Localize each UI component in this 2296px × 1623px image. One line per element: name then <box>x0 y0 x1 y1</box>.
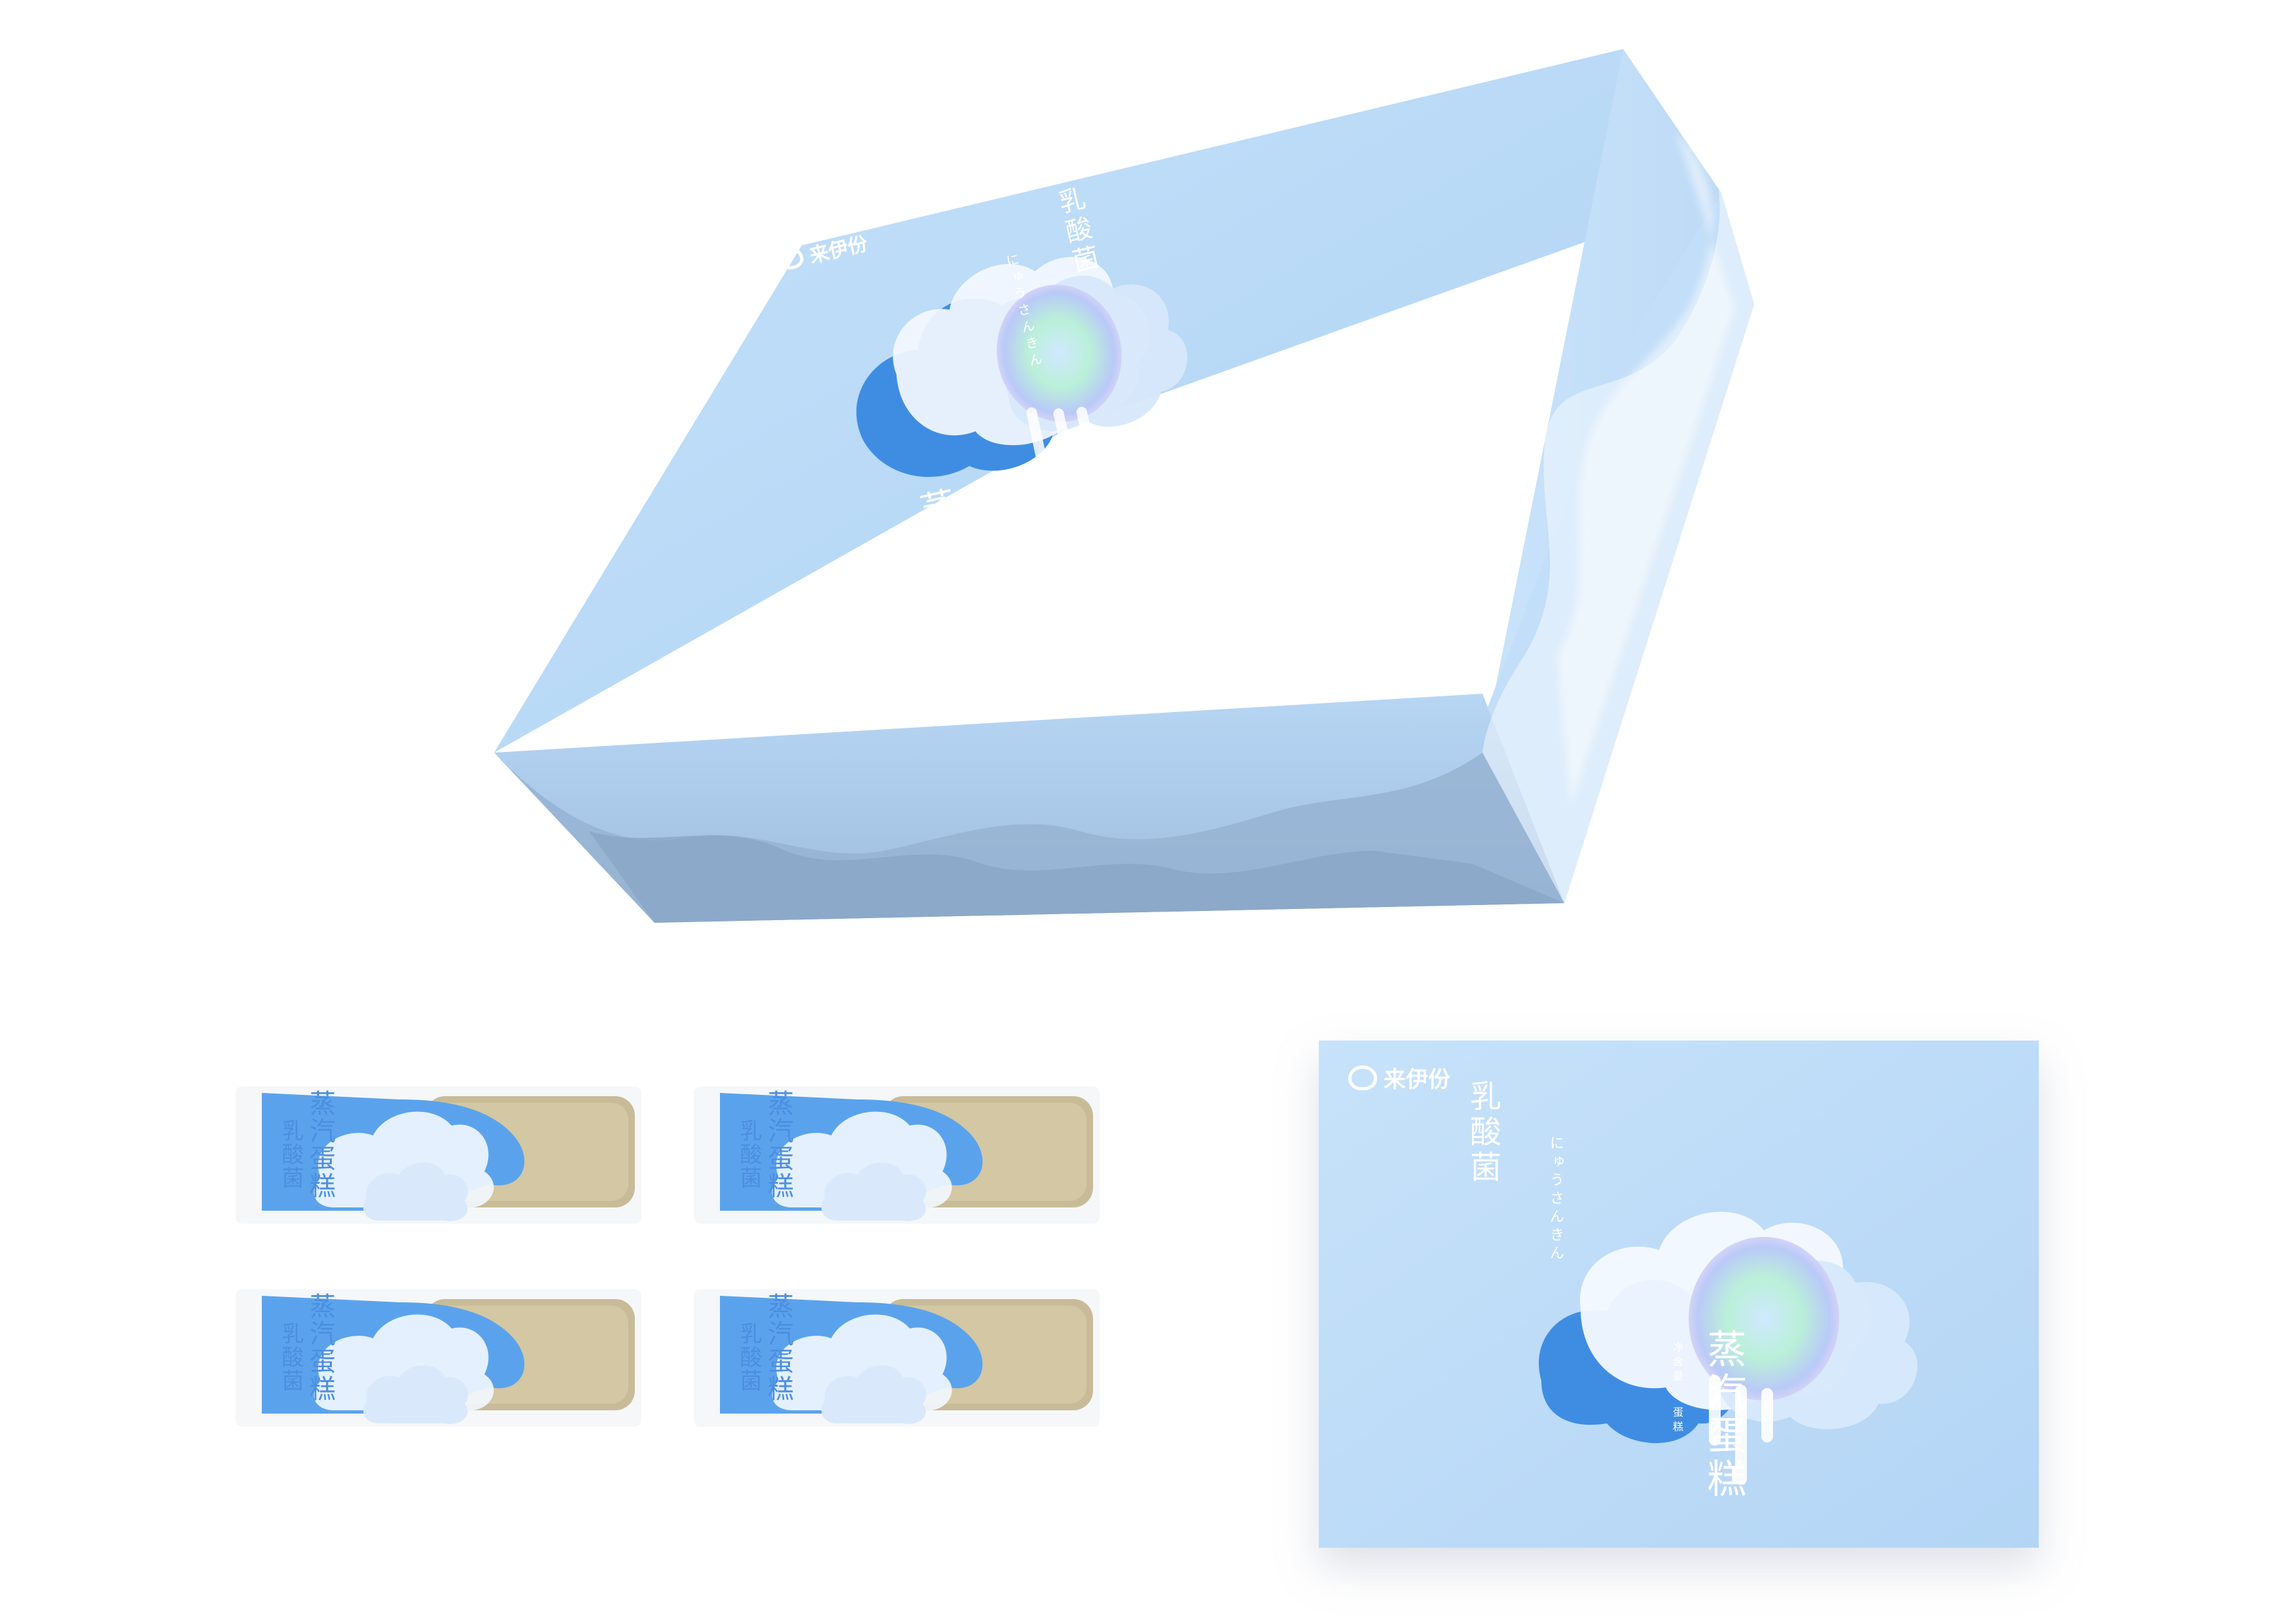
pouch-label-b: 蒸汽蛋糕 <box>763 1090 793 1200</box>
card-cloud-illustration-icon <box>1539 1211 1918 1485</box>
gift-box: 来伊份 乳酸菌 蒸汽蛋糕 にゅうさんきん <box>494 49 1754 923</box>
card-kana: にゅうさんきん <box>1547 1135 1564 1264</box>
pouch-label-a: 乳酸菌 <box>278 1322 304 1393</box>
box-holographic-orb-icon <box>996 285 1122 422</box>
pouch-item: 乳酸菌 蒸汽蛋糕 <box>236 1073 655 1230</box>
pouch-grid: 乳酸菌 蒸汽蛋糕 乳酸菌 蒸汽蛋糕 乳酸菌 蒸汽蛋糕 <box>236 1073 1113 1440</box>
gift-box-svg <box>494 49 1754 923</box>
pouch-label-b: 蒸汽蛋糕 <box>305 1090 335 1200</box>
pouch-item: 乳酸菌 蒸汽蛋糕 <box>236 1276 655 1433</box>
brand-logo-icon <box>1348 1065 1377 1090</box>
lid-card: 来伊份 乳酸菌 にゅうさんきん 蒸汽蛋糕 净含量 · 蛋糕 <box>1319 1041 2039 1548</box>
pouch-item: 乳酸菌 蒸汽蛋糕 <box>694 1073 1113 1230</box>
card-product-name-top: 乳酸菌 <box>1464 1080 1501 1186</box>
card-holographic-orb-icon <box>1689 1237 1839 1400</box>
pouch-label-a: 乳酸菌 <box>736 1322 762 1393</box>
card-brand-logo: 来伊份 <box>1348 1061 1450 1094</box>
pouch-label-b: 蒸汽蛋糕 <box>763 1293 793 1402</box>
pouch-label-a: 乳酸菌 <box>278 1119 304 1190</box>
brand-logo-icon <box>778 245 806 272</box>
pouch-item: 乳酸菌 蒸汽蛋糕 <box>694 1276 1113 1433</box>
card-product-name-bottom: 蒸汽蛋糕 <box>1700 1329 1746 1501</box>
pouch-label-b: 蒸汽蛋糕 <box>305 1293 335 1402</box>
pouch-label-a: 乳酸菌 <box>736 1119 762 1190</box>
card-spec-text: 净含量 · 蛋糕 <box>1671 1342 1683 1436</box>
box-cloud-illustration-icon <box>856 257 1188 483</box>
